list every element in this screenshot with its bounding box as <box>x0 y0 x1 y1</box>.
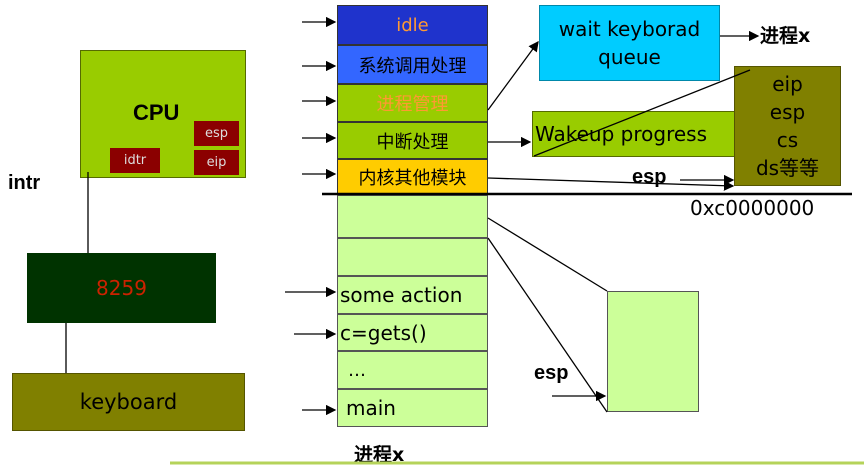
user-cell-ellipsis: … <box>337 351 488 389</box>
process-label: 进程x <box>354 444 405 466</box>
wait-target-label: 进程x <box>760 25 811 47</box>
user-cell-main: main <box>337 389 488 427</box>
keyboard-block: keyboard <box>12 373 245 431</box>
user-cell-blank-2 <box>337 238 488 276</box>
ctx-esp: esp <box>769 100 806 124</box>
proj-bottom <box>487 237 608 413</box>
wakeup-box: Wakeup progress <box>532 111 740 157</box>
reg-idtr: idtr <box>110 148 160 173</box>
context-regs-box: eip esp cs ds等等 <box>734 66 841 186</box>
cpu-label: CPU <box>133 100 180 125</box>
kernel-cell-proc-mgmt: 进程管理 <box>337 84 488 122</box>
proj-top <box>487 217 608 292</box>
kernel-cell-idle: idle <box>337 5 488 45</box>
user-cell-some-action: some action <box>337 276 488 314</box>
arrow-to-wait <box>487 40 539 111</box>
wait-queue-line-1: wait keyborad <box>558 17 701 41</box>
esp-pointer-bottom-label: esp <box>534 362 569 384</box>
reg-eip: eip <box>194 150 239 175</box>
ctx-eip: eip <box>772 72 803 96</box>
reg-esp: esp <box>194 121 239 146</box>
arrow-to-ctx <box>487 177 735 191</box>
wakeup-to-ctx <box>533 69 751 157</box>
wait-queue-line-2: queue <box>598 45 661 69</box>
intr-label: intr <box>8 172 41 194</box>
stack-box-lower <box>607 291 699 412</box>
ctx-ds: ds等等 <box>755 156 820 180</box>
user-cell-blank-1 <box>337 195 488 238</box>
ctx-cs: cs <box>776 128 799 152</box>
kernel-cell-interrupt: 中断处理 <box>337 122 488 159</box>
wait-queue-box: wait keyborad queue <box>539 5 720 81</box>
pic-8259: 8259 <box>27 253 216 323</box>
kernel-cell-syscall: 系统调用处理 <box>337 45 488 84</box>
boundary-address: 0xc0000000 <box>690 196 815 220</box>
user-cell-gets: c=gets() <box>337 314 488 351</box>
